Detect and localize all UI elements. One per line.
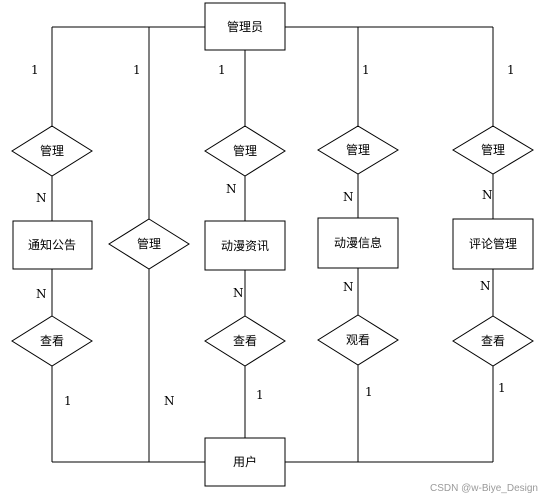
cardinality-news-user: 1 bbox=[256, 388, 264, 402]
cardinality-news-top: N bbox=[226, 182, 237, 196]
entity-user-label: 用户 bbox=[233, 454, 257, 469]
rel-view-comment-label: 查看 bbox=[481, 334, 505, 348]
entity-user: 用户 bbox=[204, 437, 286, 487]
cardinality-notice-top: N bbox=[36, 191, 47, 205]
entity-anime-info-label: 动漫信息 bbox=[334, 235, 382, 250]
rel-manage-comment: 管理 bbox=[452, 125, 534, 175]
rel-view-news-label: 查看 bbox=[233, 334, 257, 348]
watermark-text: CSDN @w-Biye_Design bbox=[430, 483, 538, 494]
entity-notice-label: 通知公告 bbox=[28, 238, 76, 252]
rel-view-news: 查看 bbox=[204, 315, 286, 367]
cardinality-notice-user: 1 bbox=[64, 394, 72, 408]
rel-manage-info-label: 管理 bbox=[346, 142, 370, 157]
rel-manage-comment-label: 管理 bbox=[481, 142, 505, 157]
rel-manage-news: 管理 bbox=[204, 125, 286, 177]
cardinality-admin-user: 1 bbox=[133, 63, 141, 77]
rel-manage-info: 管理 bbox=[317, 125, 399, 175]
entity-anime-news: 动漫资讯 bbox=[204, 220, 286, 271]
rel-watch-info: 观看 bbox=[317, 314, 399, 366]
cardinality-comment-top: N bbox=[482, 188, 493, 202]
rel-view-comment: 查看 bbox=[452, 315, 534, 367]
connector-lines bbox=[51, 26, 494, 463]
cardinality-admin-comment: 1 bbox=[507, 63, 515, 77]
rel-view-notice: 查看 bbox=[11, 315, 93, 367]
cardinality-admin-info: 1 bbox=[362, 63, 370, 77]
rel-manage-user-label: 管理 bbox=[137, 236, 161, 251]
cardinality-notice-bottom: N bbox=[36, 287, 47, 301]
cardinality-comment-user: 1 bbox=[498, 381, 506, 395]
cardinality-info-user: 1 bbox=[365, 385, 373, 399]
rel-manage-notice-label: 管理 bbox=[40, 143, 64, 158]
rel-view-notice-label: 查看 bbox=[40, 334, 64, 348]
entity-admin: 管理员 bbox=[204, 2, 286, 51]
entity-comment-mgmt: 评论管理 bbox=[452, 218, 534, 270]
entity-anime-info: 动漫信息 bbox=[317, 217, 399, 269]
rel-manage-user: 管理 bbox=[108, 218, 190, 270]
cardinality-admin-news: 1 bbox=[218, 63, 226, 77]
cardinality-user-manage: N bbox=[164, 394, 175, 408]
entity-notice: 通知公告 bbox=[12, 220, 93, 270]
entity-anime-news-label: 动漫资讯 bbox=[221, 239, 269, 253]
entity-comment-mgmt-label: 评论管理 bbox=[469, 236, 517, 251]
rel-manage-news-label: 管理 bbox=[233, 143, 257, 158]
cardinality-info-top: N bbox=[343, 190, 354, 204]
rel-manage-notice: 管理 bbox=[11, 125, 93, 177]
entity-admin-label: 管理员 bbox=[227, 19, 263, 34]
rel-watch-info-label: 观看 bbox=[346, 333, 370, 347]
cardinality-admin-notice: 1 bbox=[31, 63, 39, 77]
cardinality-labels: 1 1 1 1 1 N N N N N N N N 1 1 1 1 N bbox=[31, 63, 515, 408]
cardinality-news-bottom: N bbox=[233, 286, 244, 300]
cardinality-comment-bottom: N bbox=[480, 279, 491, 293]
cardinality-info-bottom: N bbox=[343, 280, 354, 294]
